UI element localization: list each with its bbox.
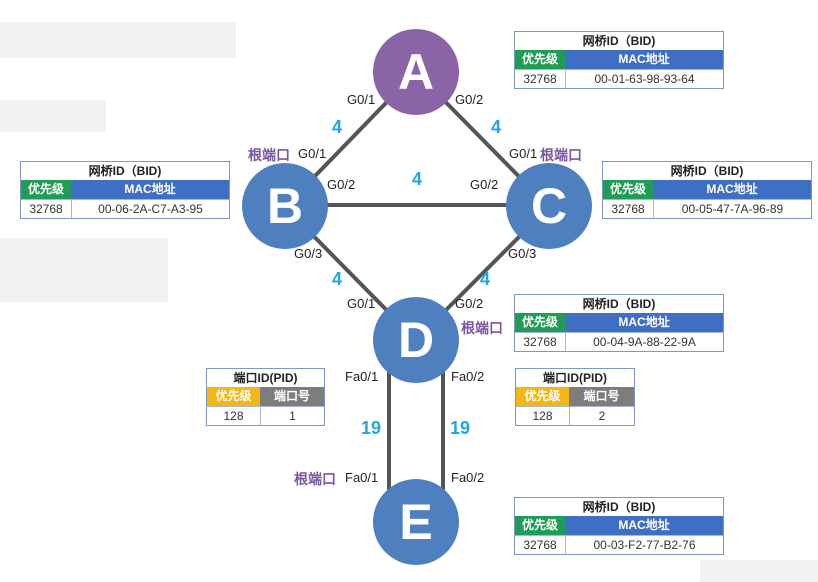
port-label-c-g02: G0/2 — [470, 177, 499, 192]
pid-priority-value: 128 — [207, 406, 261, 425]
priority-header: 优先级 — [515, 313, 565, 332]
priority-value: 32768 — [21, 199, 72, 218]
cost-label-a-c: 4 — [491, 117, 502, 137]
port-label-e-fa01: Fa0/1 — [345, 470, 379, 485]
bridge-b-node[interactable]: B — [242, 163, 328, 249]
pid-priority-header: 优先级 — [516, 387, 569, 406]
pid-table-title: 端口ID(PID) — [543, 371, 607, 385]
port-label-a-g02: G0/2 — [455, 92, 484, 107]
mac-value: 00-05-47-7A-96-89 — [654, 199, 811, 218]
root-port-label-d: 根端口 — [461, 320, 503, 336]
mac-value: 00-03-F2-77-B2-76 — [566, 535, 723, 554]
pid-table-fa01: 端口ID(PID) 优先级 端口号 128 1 — [206, 368, 325, 426]
port-label-d-g01: G0/1 — [347, 296, 376, 311]
port-label-b-g01: G0/1 — [298, 146, 327, 161]
bid-table-e: 网桥ID（BID) 优先级 MAC地址 32768 00-03-F2-77-B2… — [514, 497, 724, 555]
bridge-a-node[interactable]: A — [373, 29, 459, 115]
bridge-d-node[interactable]: D — [373, 297, 459, 383]
mac-value: 00-01-63-98-93-64 — [566, 69, 723, 88]
bid-table-title: 网桥ID（BID) — [582, 500, 656, 514]
cost-label-d-e-fa02: 19 — [450, 418, 471, 438]
bid-table-title: 网桥ID（BID) — [582, 34, 656, 48]
pid-priority-header: 优先级 — [207, 387, 260, 406]
blank-panel — [0, 238, 168, 302]
root-port-label-e: 根端口 — [294, 471, 336, 487]
mac-header: MAC地址 — [653, 180, 811, 199]
port-label-a-g01: G0/1 — [347, 92, 376, 107]
port-label-b-g03: G0/3 — [294, 246, 323, 261]
blank-panel — [700, 560, 818, 582]
bid-table-b: 网桥ID（BID) 优先级 MAC地址 32768 00-06-2A-C7-A3… — [20, 161, 230, 219]
priority-value: 32768 — [515, 535, 566, 554]
port-number-value: 2 — [570, 406, 634, 425]
cost-label-b-d: 4 — [332, 269, 343, 289]
bid-table-d: 网桥ID（BID) 优先级 MAC地址 32768 00-04-9A-88-22… — [514, 294, 724, 352]
root-port-label-c: 根端口 — [540, 147, 582, 163]
bid-table-c: 网桥ID（BID) 优先级 MAC地址 32768 00-05-47-7A-96… — [602, 161, 812, 219]
bid-table-title: 网桥ID（BID) — [88, 164, 162, 178]
port-label-c-g01: G0/1 — [509, 146, 538, 161]
mac-header: MAC地址 — [565, 50, 723, 69]
mac-header: MAC地址 — [565, 313, 723, 332]
cost-label-d-e-fa01: 19 — [361, 418, 382, 438]
port-label-c-g03: G0/3 — [508, 246, 537, 261]
pid-priority-value: 128 — [516, 406, 570, 425]
pid-table-title: 端口ID(PID) — [233, 371, 298, 385]
bid-table-title: 网桥ID（BID) — [670, 164, 744, 178]
priority-value: 32768 — [515, 332, 566, 351]
bridge-e-node[interactable]: E — [373, 479, 459, 565]
port-label-d-fa02: Fa0/2 — [451, 369, 485, 384]
bridge-c-node[interactable]: C — [506, 163, 592, 249]
mac-value: 00-06-2A-C7-A3-95 — [72, 199, 229, 218]
priority-value: 32768 — [603, 199, 654, 218]
port-label-b-g02: G0/2 — [327, 177, 356, 192]
cost-label-c-d: 4 — [480, 269, 491, 289]
bid-table-a: 网桥ID（BID) 优先级 MAC地址 32768 00-01-63-98-93… — [514, 31, 724, 89]
mac-header: MAC地址 — [71, 180, 229, 199]
root-port-label-b: 根端口 — [248, 147, 290, 163]
priority-value: 32768 — [515, 69, 566, 88]
priority-header: 优先级 — [515, 516, 565, 535]
blank-panel — [0, 100, 106, 132]
port-label-e-fa02: Fa0/2 — [451, 470, 485, 485]
port-label-d-fa01: Fa0/1 — [345, 369, 379, 384]
port-number-header: 端口号 — [260, 387, 324, 406]
priority-header: 优先级 — [515, 50, 565, 69]
port-number-header: 端口号 — [569, 387, 634, 406]
priority-header: 优先级 — [21, 180, 71, 199]
priority-header: 优先级 — [603, 180, 653, 199]
mac-value: 00-04-9A-88-22-9A — [566, 332, 723, 351]
cost-label-b-c: 4 — [412, 169, 423, 189]
blank-panel — [0, 22, 236, 58]
bid-table-title: 网桥ID（BID) — [582, 297, 656, 311]
mac-header: MAC地址 — [565, 516, 723, 535]
cost-label-a-b: 4 — [332, 117, 343, 137]
pid-table-fa02: 端口ID(PID) 优先级 端口号 128 2 — [515, 368, 635, 426]
port-label-d-g02: G0/2 — [455, 296, 484, 311]
port-number-value: 1 — [261, 406, 324, 425]
